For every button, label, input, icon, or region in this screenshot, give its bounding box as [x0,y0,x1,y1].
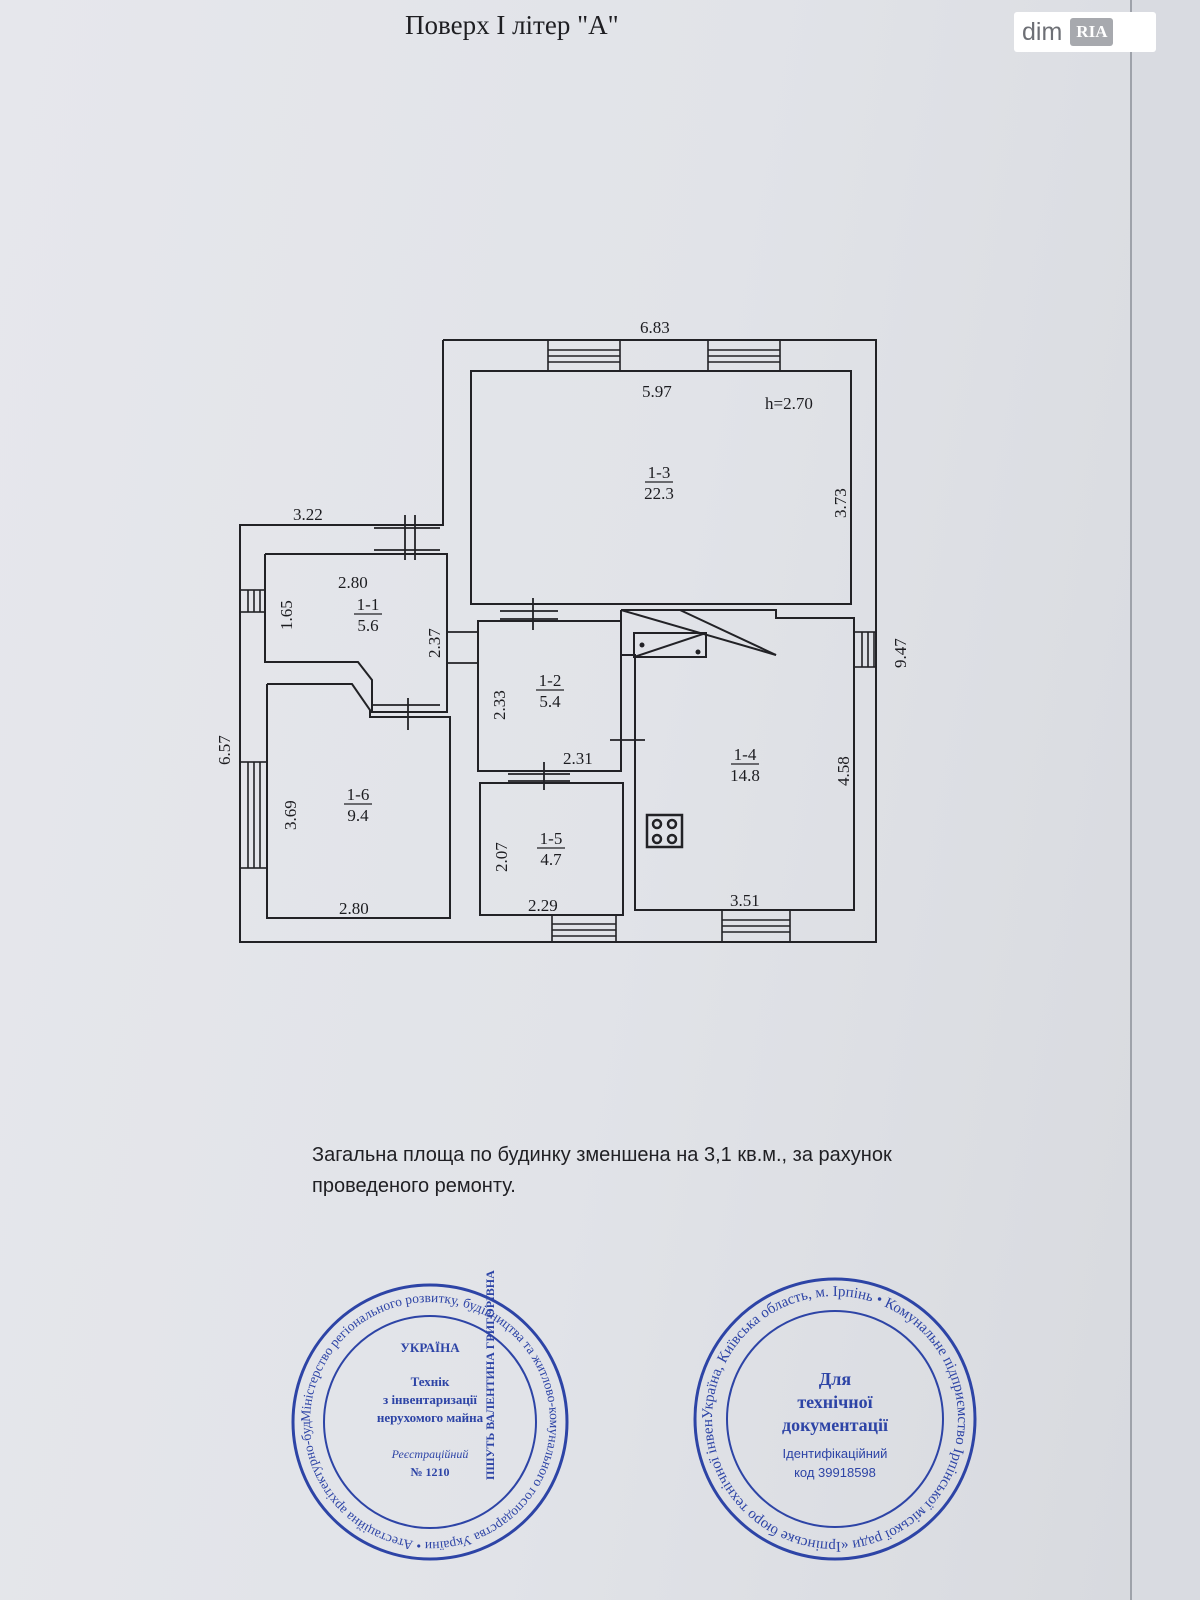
window-right [853,631,877,668]
room-id: 1-4 [734,745,757,764]
logo-dim-text: dim [1022,17,1063,46]
dim-room15-left: 2.07 [492,842,511,872]
dim-room11-top: 2.80 [338,573,368,592]
room-1-1-outline [264,553,448,713]
room-area: 5.6 [357,616,378,635]
room-label-1-3: 1-3 22.3 [644,463,674,503]
dim-left-top: 3.22 [293,505,323,524]
room-area: 14.8 [730,766,760,785]
door-1-1-1-6 [372,698,440,730]
window-left-small [239,589,266,613]
door-1-2-1-4 [610,716,645,768]
stamp-right-line3: документації [782,1415,889,1435]
door-1-1-1-2 [447,631,478,664]
dim-room14-right: 4.58 [834,756,853,786]
door-1-2-1-5 [508,762,570,790]
door-1-2-1-3 [500,598,558,630]
room-id: 1-2 [539,671,562,690]
window-top-left [547,339,621,372]
room-area: 9.4 [347,806,369,825]
room-label-1-5: 1-54.7 [537,829,565,869]
dim-room14-bottom: 3.51 [730,891,760,910]
floor-plan: 6.83 5.97 h=2.70 3.22 2.80 2.31 3.51 2.8… [215,318,910,943]
dim-right-total: 9.47 [891,638,910,668]
dim-height: h=2.70 [765,394,813,413]
stamp-left [291,1283,569,1561]
floor-title: Поверх I літер "А" [405,10,619,40]
dim-left-total: 6.57 [215,735,234,765]
room-1-3-outline [470,370,852,605]
window-bottom-right [721,909,791,943]
dim-room13-top: 5.97 [642,382,672,401]
stamp-right-line1: Для [819,1369,851,1389]
dim-top-outer: 6.83 [640,318,670,337]
dim-room13-right: 3.73 [831,488,850,518]
stamp-left-line2: з інвентаризації [383,1392,477,1407]
room-id: 1-6 [347,785,370,804]
stamp-left-line4: Реєстраційний [391,1447,469,1461]
room-area: 4.7 [540,850,562,869]
dim-room16-bottom: 2.80 [339,899,369,918]
area-note: Загальна площа по будинку зменшена на 3,… [312,1144,892,1197]
stamp-right [693,1277,977,1561]
room-1-2-outline [477,620,622,772]
stamp-left-ring-text: Міністерство регіонального розвитку, буд… [0,0,562,1554]
outer-wall [239,339,877,943]
window-top-right [707,339,781,372]
stamp-left-line5: № 1210 [410,1465,449,1479]
room-label-1-6: 1-69.4 [344,785,372,825]
stove-fixture [645,813,684,849]
room-1-6-outline [266,683,451,919]
room-id: 1-3 [648,463,671,482]
stamp-left-line1: Технік [411,1374,450,1389]
document-page [0,0,1131,1600]
stamp-right-line4: Ідентифікаційний [783,1446,888,1461]
stamp-left-country: УКРАЇНА [400,1340,460,1355]
stamp-left-name: ПШУТЬ ВАЛЕНТИНА ГРИГОРІВНА [483,1270,497,1480]
logo-ria-badge: RIA [1070,18,1114,46]
room-area: 22.3 [644,484,674,503]
dim-room11-left: 1.65 [277,600,296,630]
room-area: 5.4 [539,692,561,711]
room-1-4-outline [620,609,855,911]
page-edge [1130,0,1132,1600]
room-label-1-2: 1-25.4 [536,671,564,711]
room-id: 1-1 [357,595,380,614]
dim-room12-bottom: 2.31 [563,749,593,768]
dim-room11-right: 2.37 [425,628,444,658]
room-label-1-4: 1-4 14.8 [730,745,760,785]
sink-fixture [633,632,707,658]
stamp-left-line3: нерухомого майна [377,1410,484,1425]
window-left-large [239,761,268,869]
stamp-left-ring: Міністерство регіонального розвитку, буд… [0,0,562,1554]
dim-room12-left: 2.33 [490,690,509,720]
door-entrance [374,515,440,560]
window-bottom-left [551,914,617,943]
stamp-right-line2: технічної [797,1392,873,1412]
dim-room15-bottom: 2.29 [528,896,558,915]
room-label-1-1: 1-15.6 [354,595,382,635]
room-id: 1-5 [540,829,563,848]
dimria-logo[interactable]: dim RIA [1014,12,1156,52]
stamp-right-line5: код 39918598 [794,1465,876,1480]
dim-room16-left: 3.69 [281,800,300,830]
